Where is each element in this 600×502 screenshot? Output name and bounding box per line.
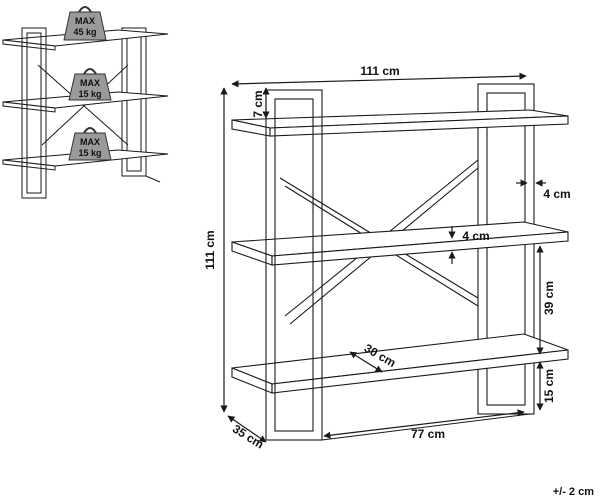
- weight-top-line1: MAX: [75, 16, 95, 26]
- dim-shelf-thickness-label: 4 cm: [462, 229, 489, 243]
- dim-frame-thickness-label: 4 cm: [543, 187, 570, 201]
- dim-width-label: 111 cm: [360, 64, 399, 78]
- dimension-lines: [220, 72, 546, 443]
- shelf-drawing: [231, 83, 569, 441]
- load-capacity-thumbnail: [2, 27, 169, 199]
- dim-top-offset-label: 7 cm: [251, 90, 265, 117]
- weight-middle-line2: 15 kg: [78, 89, 101, 99]
- weight-bottom-line2: 15 kg: [78, 148, 101, 158]
- weight-icon-bottom: MAX 15 kg: [68, 127, 112, 161]
- weight-top-line2: 45 kg: [73, 27, 96, 37]
- dim-inner-width-label: 77 cm: [411, 427, 445, 441]
- dim-depth-label: 35 cm: [230, 422, 266, 452]
- tolerance-note: +/- 2 cm: [552, 486, 594, 498]
- weight-middle-line1: MAX: [80, 78, 100, 88]
- weight-bottom-line1: MAX: [80, 137, 100, 147]
- dim-height-label: 111 cm: [203, 230, 217, 269]
- weight-icon-top: MAX 45 kg: [63, 6, 107, 41]
- dim-shelf-spacing-label: 39 cm: [542, 281, 556, 315]
- dim-bottom-clearance-label: 15 cm: [542, 369, 556, 403]
- weight-icon-middle: MAX 15 kg: [68, 68, 112, 101]
